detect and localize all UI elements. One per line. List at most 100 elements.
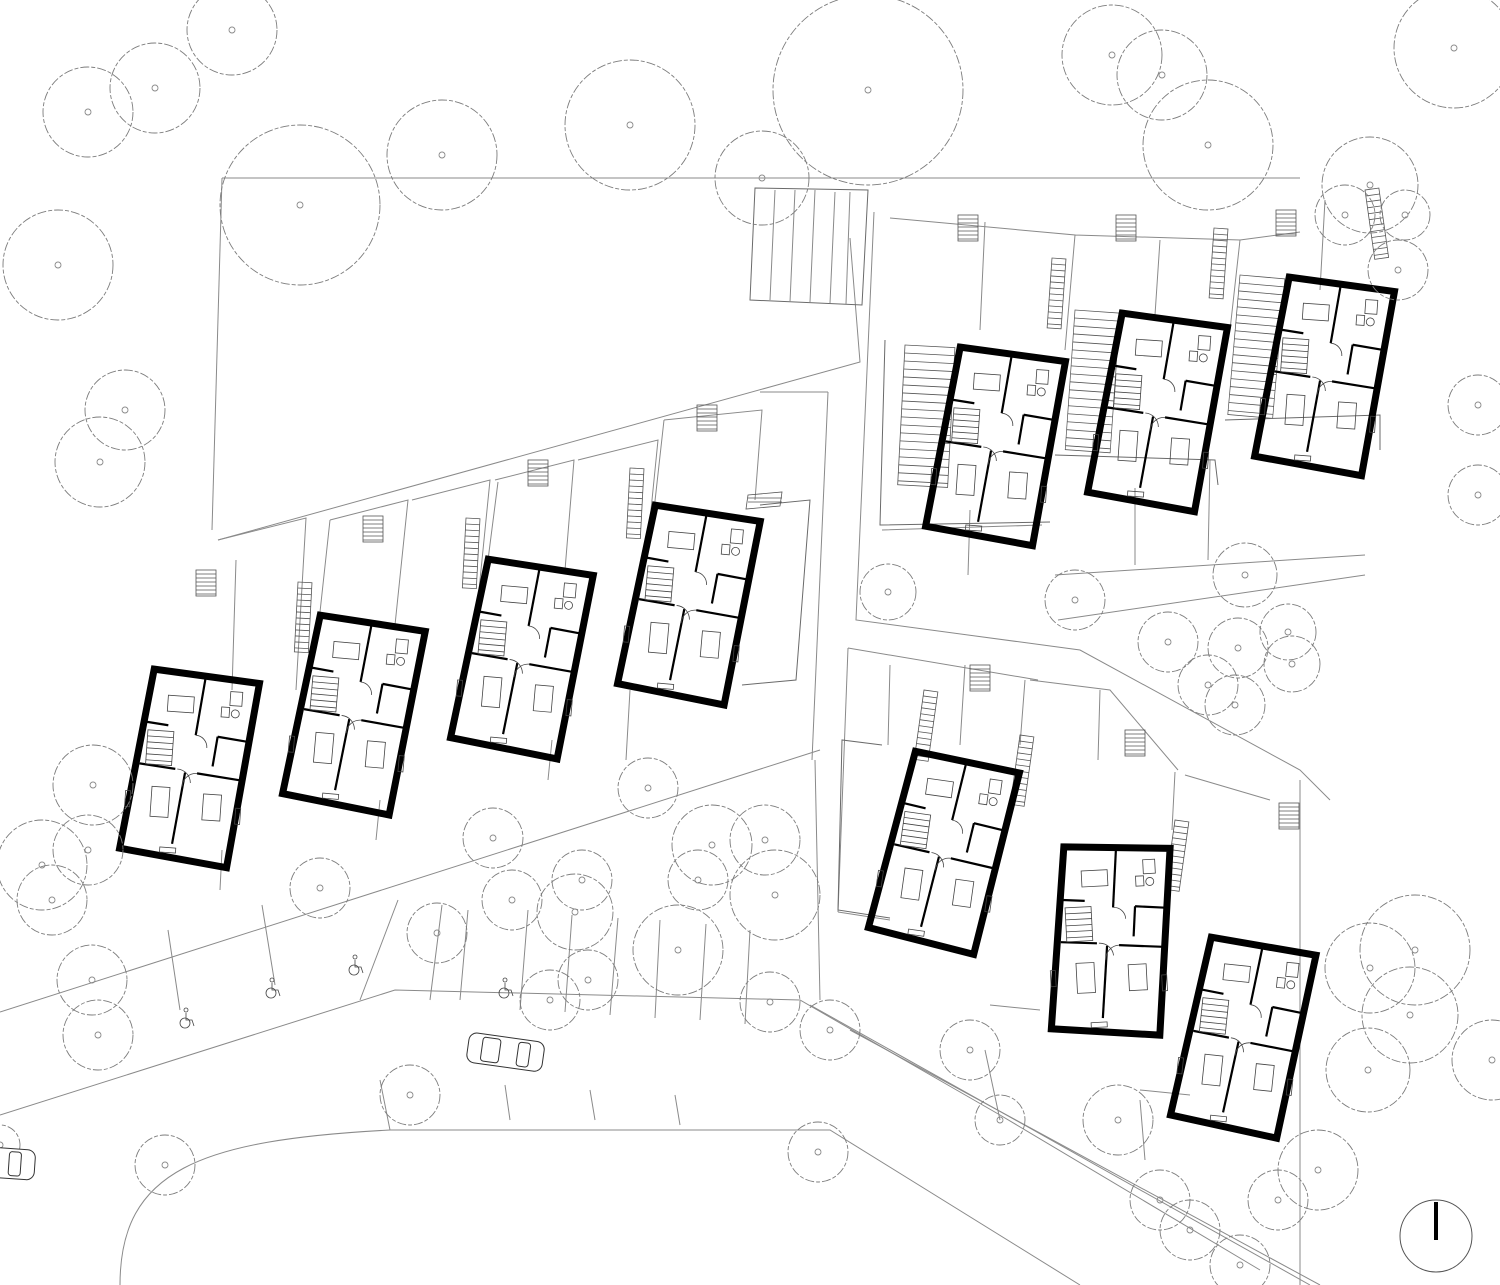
- tree-trunk: [578, 876, 586, 884]
- tree-trunk: [1364, 1066, 1372, 1074]
- vehicles: [0, 1031, 546, 1181]
- tree-trunk: [546, 996, 554, 1004]
- tree-trunk: [151, 84, 159, 92]
- tree-icon: [1259, 603, 1317, 661]
- tree-icon: [729, 804, 801, 876]
- tree-trunk: [438, 151, 446, 159]
- tree-icon: [379, 1064, 441, 1126]
- tree-trunk: [84, 846, 92, 854]
- tree-trunk: [1071, 596, 1079, 604]
- tree-trunk: [694, 876, 702, 884]
- tree-icon: [1447, 374, 1500, 436]
- house-floor-plan: [119, 668, 260, 869]
- north-arrow-icon: [1399, 1199, 1473, 1273]
- tree-icon: [536, 873, 614, 951]
- tree-trunk: [1288, 660, 1296, 668]
- tree-icon: [1263, 635, 1321, 693]
- wheelchair-icon: [498, 977, 514, 999]
- tree-trunk: [96, 458, 104, 466]
- tree-icon: [1324, 922, 1416, 1014]
- tree-icon: [481, 869, 543, 931]
- tree-trunk: [758, 174, 766, 182]
- tree-icon: [1137, 611, 1199, 673]
- tree-trunk: [814, 1148, 822, 1156]
- tree-trunk: [1234, 644, 1242, 652]
- tree-trunk: [1156, 1196, 1164, 1204]
- tree-icon: [1447, 464, 1500, 526]
- tree-trunk: [1401, 211, 1409, 219]
- tree-icon: [739, 971, 801, 1033]
- tree-icon: [1207, 617, 1269, 679]
- tree-trunk: [508, 896, 516, 904]
- tree-trunk: [766, 998, 774, 1006]
- tree-trunk: [1488, 1056, 1496, 1064]
- house-floor-plan: [1087, 312, 1228, 513]
- tree-icon: [54, 416, 146, 508]
- bike-shelter: [749, 187, 869, 306]
- tree-icon: [1061, 4, 1163, 106]
- tree-trunk: [644, 784, 652, 792]
- tree-trunk: [1314, 1166, 1322, 1174]
- tree-icon: [859, 563, 917, 621]
- house-floor-plan: [450, 557, 594, 760]
- tree-icon: [564, 59, 696, 191]
- tree-trunk: [708, 841, 716, 849]
- tree-icon: [729, 849, 821, 941]
- tree-icon: [1379, 189, 1431, 241]
- tree-trunk: [626, 121, 634, 129]
- tree-trunk: [489, 834, 497, 842]
- tree-trunk: [826, 1026, 834, 1034]
- tree-icon: [84, 369, 166, 451]
- house-floor-plan: [1254, 276, 1395, 477]
- tree-trunk: [48, 896, 56, 904]
- tree-trunk: [406, 1091, 414, 1099]
- house-floor-plan: [1042, 841, 1180, 1040]
- tree-icon: [1129, 1169, 1191, 1231]
- tree-icon: [56, 944, 128, 1016]
- tree-trunk: [771, 891, 779, 899]
- tree-icon: [1359, 894, 1471, 1006]
- tree-trunk: [1411, 946, 1419, 954]
- tree-trunk: [1284, 628, 1292, 636]
- tree-trunk: [228, 26, 236, 34]
- tree-icon: [462, 807, 524, 869]
- house-floor-plan: [1169, 935, 1316, 1140]
- tree-icon: [714, 130, 810, 226]
- tree-icon: [42, 66, 134, 158]
- tree-trunk: [316, 884, 324, 892]
- tree-trunk: [1158, 71, 1166, 79]
- tree-trunk: [89, 781, 97, 789]
- tree-trunk: [84, 108, 92, 116]
- tree-trunk: [0, 1141, 4, 1149]
- tree-trunk: [161, 1161, 169, 1169]
- tree-icon: [787, 1121, 849, 1183]
- tree-icon: [632, 904, 724, 996]
- tree-trunk: [1394, 266, 1402, 274]
- house-floor-plan: [867, 748, 1021, 957]
- tree-trunk: [864, 86, 872, 94]
- tree-trunk: [1450, 44, 1458, 52]
- tree-trunk: [1164, 638, 1172, 646]
- tree-icon: [799, 999, 861, 1061]
- site-linework: [0, 177, 1366, 1285]
- tree-icon: [1451, 1019, 1500, 1101]
- car-icon: [465, 1031, 546, 1073]
- tree-trunk: [1204, 141, 1212, 149]
- tree-icon: [1159, 1199, 1221, 1261]
- tree-icon: [1082, 1084, 1154, 1156]
- tree-icon: [617, 757, 679, 819]
- tree-icon: [1247, 1169, 1309, 1231]
- tree-icon: [1177, 654, 1239, 716]
- tree-trunk: [571, 908, 579, 916]
- tree-icon: [1367, 239, 1429, 301]
- terraces: [741, 274, 1381, 919]
- tree-icon: [939, 1019, 1001, 1081]
- tree-icon: [62, 999, 134, 1071]
- car-icon: [0, 1144, 37, 1181]
- tree-icon: [219, 124, 381, 286]
- tree-trunk: [94, 1031, 102, 1039]
- tree-trunk: [88, 976, 96, 984]
- tree-trunk: [996, 1116, 1004, 1124]
- tree-icon: [974, 1094, 1026, 1146]
